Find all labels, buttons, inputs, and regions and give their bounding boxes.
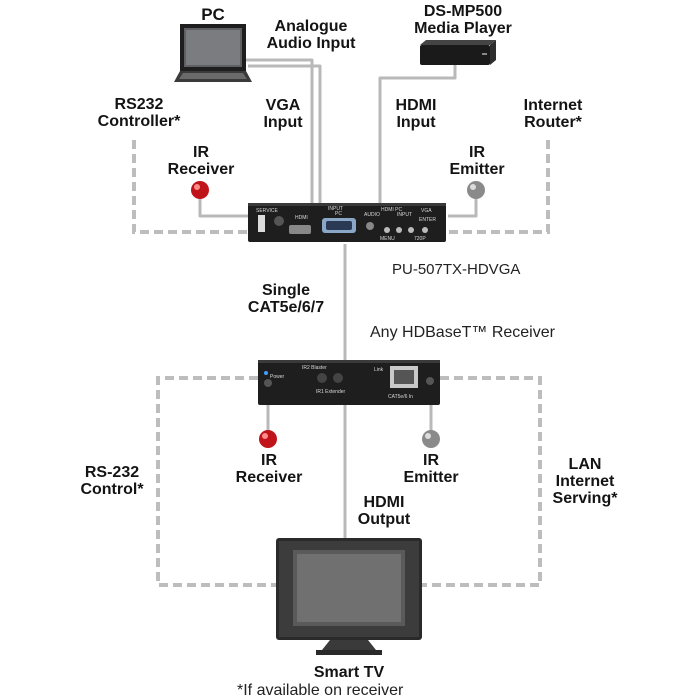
single-cat-line1: Single <box>261 282 310 299</box>
smart-tv-icon <box>276 538 422 655</box>
vga-input-line1: VGA <box>265 97 301 114</box>
single-cat-line2: CAT5e/6/7 <box>247 299 325 316</box>
ds-mp500-label: DS-MP500 Media Player <box>398 3 528 37</box>
ir-emitter-bottom-label: IR Emitter <box>392 452 470 486</box>
hdmi-input-label: HDMI Input <box>381 97 451 131</box>
ir-emitter-top-cable <box>448 195 478 218</box>
rx-ir1: IR1 Extender <box>316 389 346 395</box>
panel-input: INPUT <box>328 206 343 212</box>
rx-power: Power <box>270 374 285 380</box>
panel-service: SERVICE <box>256 208 279 214</box>
ir-emitter-bottom-icon <box>422 430 440 448</box>
hdmi-input-line2: Input <box>396 114 436 131</box>
rs232-controller-line <box>132 140 250 234</box>
ds-mp500-line1: DS-MP500 <box>423 3 503 20</box>
analogue-audio-label: Analogue Audio Input <box>248 18 374 52</box>
panel-hdmi: HDMI <box>295 215 308 221</box>
transmitter-unit: SERVICE INPUT HDMI PC AUDIO HDMI PC INPU… <box>248 203 446 242</box>
ir-receiver-bottom-icon <box>259 430 277 448</box>
ir-receiver-top-label: IR Receiver <box>158 144 244 178</box>
hdmi-input-cable <box>378 65 457 205</box>
single-cat-label: Single CAT5e/6/7 <box>234 282 338 316</box>
rs232-control-line <box>156 376 282 587</box>
panel-pc: PC <box>335 211 342 217</box>
panel-input2: INPUT <box>397 212 412 218</box>
usb-port-icon <box>258 215 265 232</box>
ir-emitter-bottom-line2: Emitter <box>403 469 459 486</box>
ir-emitter-top-line1: IR <box>469 144 485 161</box>
ir-receiver-top-line1: IR <box>193 144 209 161</box>
media-player-icon <box>420 40 496 65</box>
rs232-control-label: RS-232 Control* <box>72 464 152 498</box>
rs232-control-line1: RS-232 <box>84 464 140 481</box>
lan-internet-line1: LAN <box>568 456 602 473</box>
vga-input-label: VGA Input <box>252 97 314 131</box>
ir-receiver-bottom-line1: IR <box>261 452 277 469</box>
panel-audio: AUDIO <box>364 212 380 218</box>
panel-enter: ENTER <box>419 217 436 223</box>
internet-router-line2: Router* <box>524 114 582 131</box>
footnote: *If available on receiver <box>237 682 404 699</box>
audio-port-icon <box>366 222 374 230</box>
ir-emitter-bottom-line1: IR <box>423 452 439 469</box>
panel-menu: MENU <box>380 236 395 242</box>
hdmi-port-icon <box>289 225 311 234</box>
any-receiver-label: Any HDBaseT™ Receiver <box>370 324 555 341</box>
lan-internet-line3: Serving* <box>552 490 618 507</box>
ir-receiver-bottom-line2: Receiver <box>235 469 303 486</box>
pc-label: PC <box>201 5 225 24</box>
analogue-audio-line1: Analogue <box>274 18 348 35</box>
hdmi-output-line1: HDMI <box>363 494 405 511</box>
ir-receiver-top-cable <box>198 195 250 218</box>
ir-receiver-top-line2: Receiver <box>167 161 235 178</box>
rs232-controller-line1: RS232 <box>114 96 164 113</box>
hdmi-output-line2: Output <box>357 511 411 528</box>
panel-hdmi-pc: HDMI PC <box>381 207 403 213</box>
lan-internet-line2: Internet <box>555 473 615 490</box>
ir-emitter-top-line2: Emitter <box>449 161 505 178</box>
laptop-icon <box>174 24 252 82</box>
audio-cable <box>248 64 322 205</box>
rs232-control-line2: Control* <box>80 481 144 498</box>
rs232-controller-line2: Controller* <box>97 113 181 130</box>
rx-link: Link <box>374 367 384 373</box>
hdmi-input-line1: HDMI <box>395 97 437 114</box>
rx-cat: CAT5e/6 In <box>388 394 413 400</box>
power-led-icon <box>264 371 268 375</box>
ir-receiver-top-icon <box>191 181 209 199</box>
lan-internet-label: LAN Internet Serving* <box>540 456 630 507</box>
lan-internet-line <box>420 376 542 587</box>
panel-vga: VGA <box>421 208 432 214</box>
rs232-controller-label: RS232 Controller* <box>84 96 194 130</box>
smart-tv-label: Smart TV <box>313 664 385 681</box>
internet-router-line1: Internet <box>523 97 583 114</box>
panel-res: 720P <box>414 236 426 242</box>
internet-router-label: Internet Router* <box>508 97 598 131</box>
receiver-unit: IR2 Blaster Power IR1 Extender Link CAT5… <box>258 360 440 405</box>
hdmi-output-label: HDMI Output <box>346 494 422 528</box>
transmitter-model-label: PU-507TX-HDVGA <box>392 261 521 278</box>
ds-mp500-line2: Media Player <box>414 20 512 37</box>
ir-receiver-bottom-label: IR Receiver <box>226 452 312 486</box>
ir-emitter-top-label: IR Emitter <box>438 144 516 178</box>
internet-router-line <box>448 140 550 234</box>
vga-input-line2: Input <box>263 114 303 131</box>
ir-emitter-top-icon <box>467 181 485 199</box>
analogue-audio-line2: Audio Input <box>266 35 356 52</box>
rx-ir2: IR2 Blaster <box>302 365 327 371</box>
